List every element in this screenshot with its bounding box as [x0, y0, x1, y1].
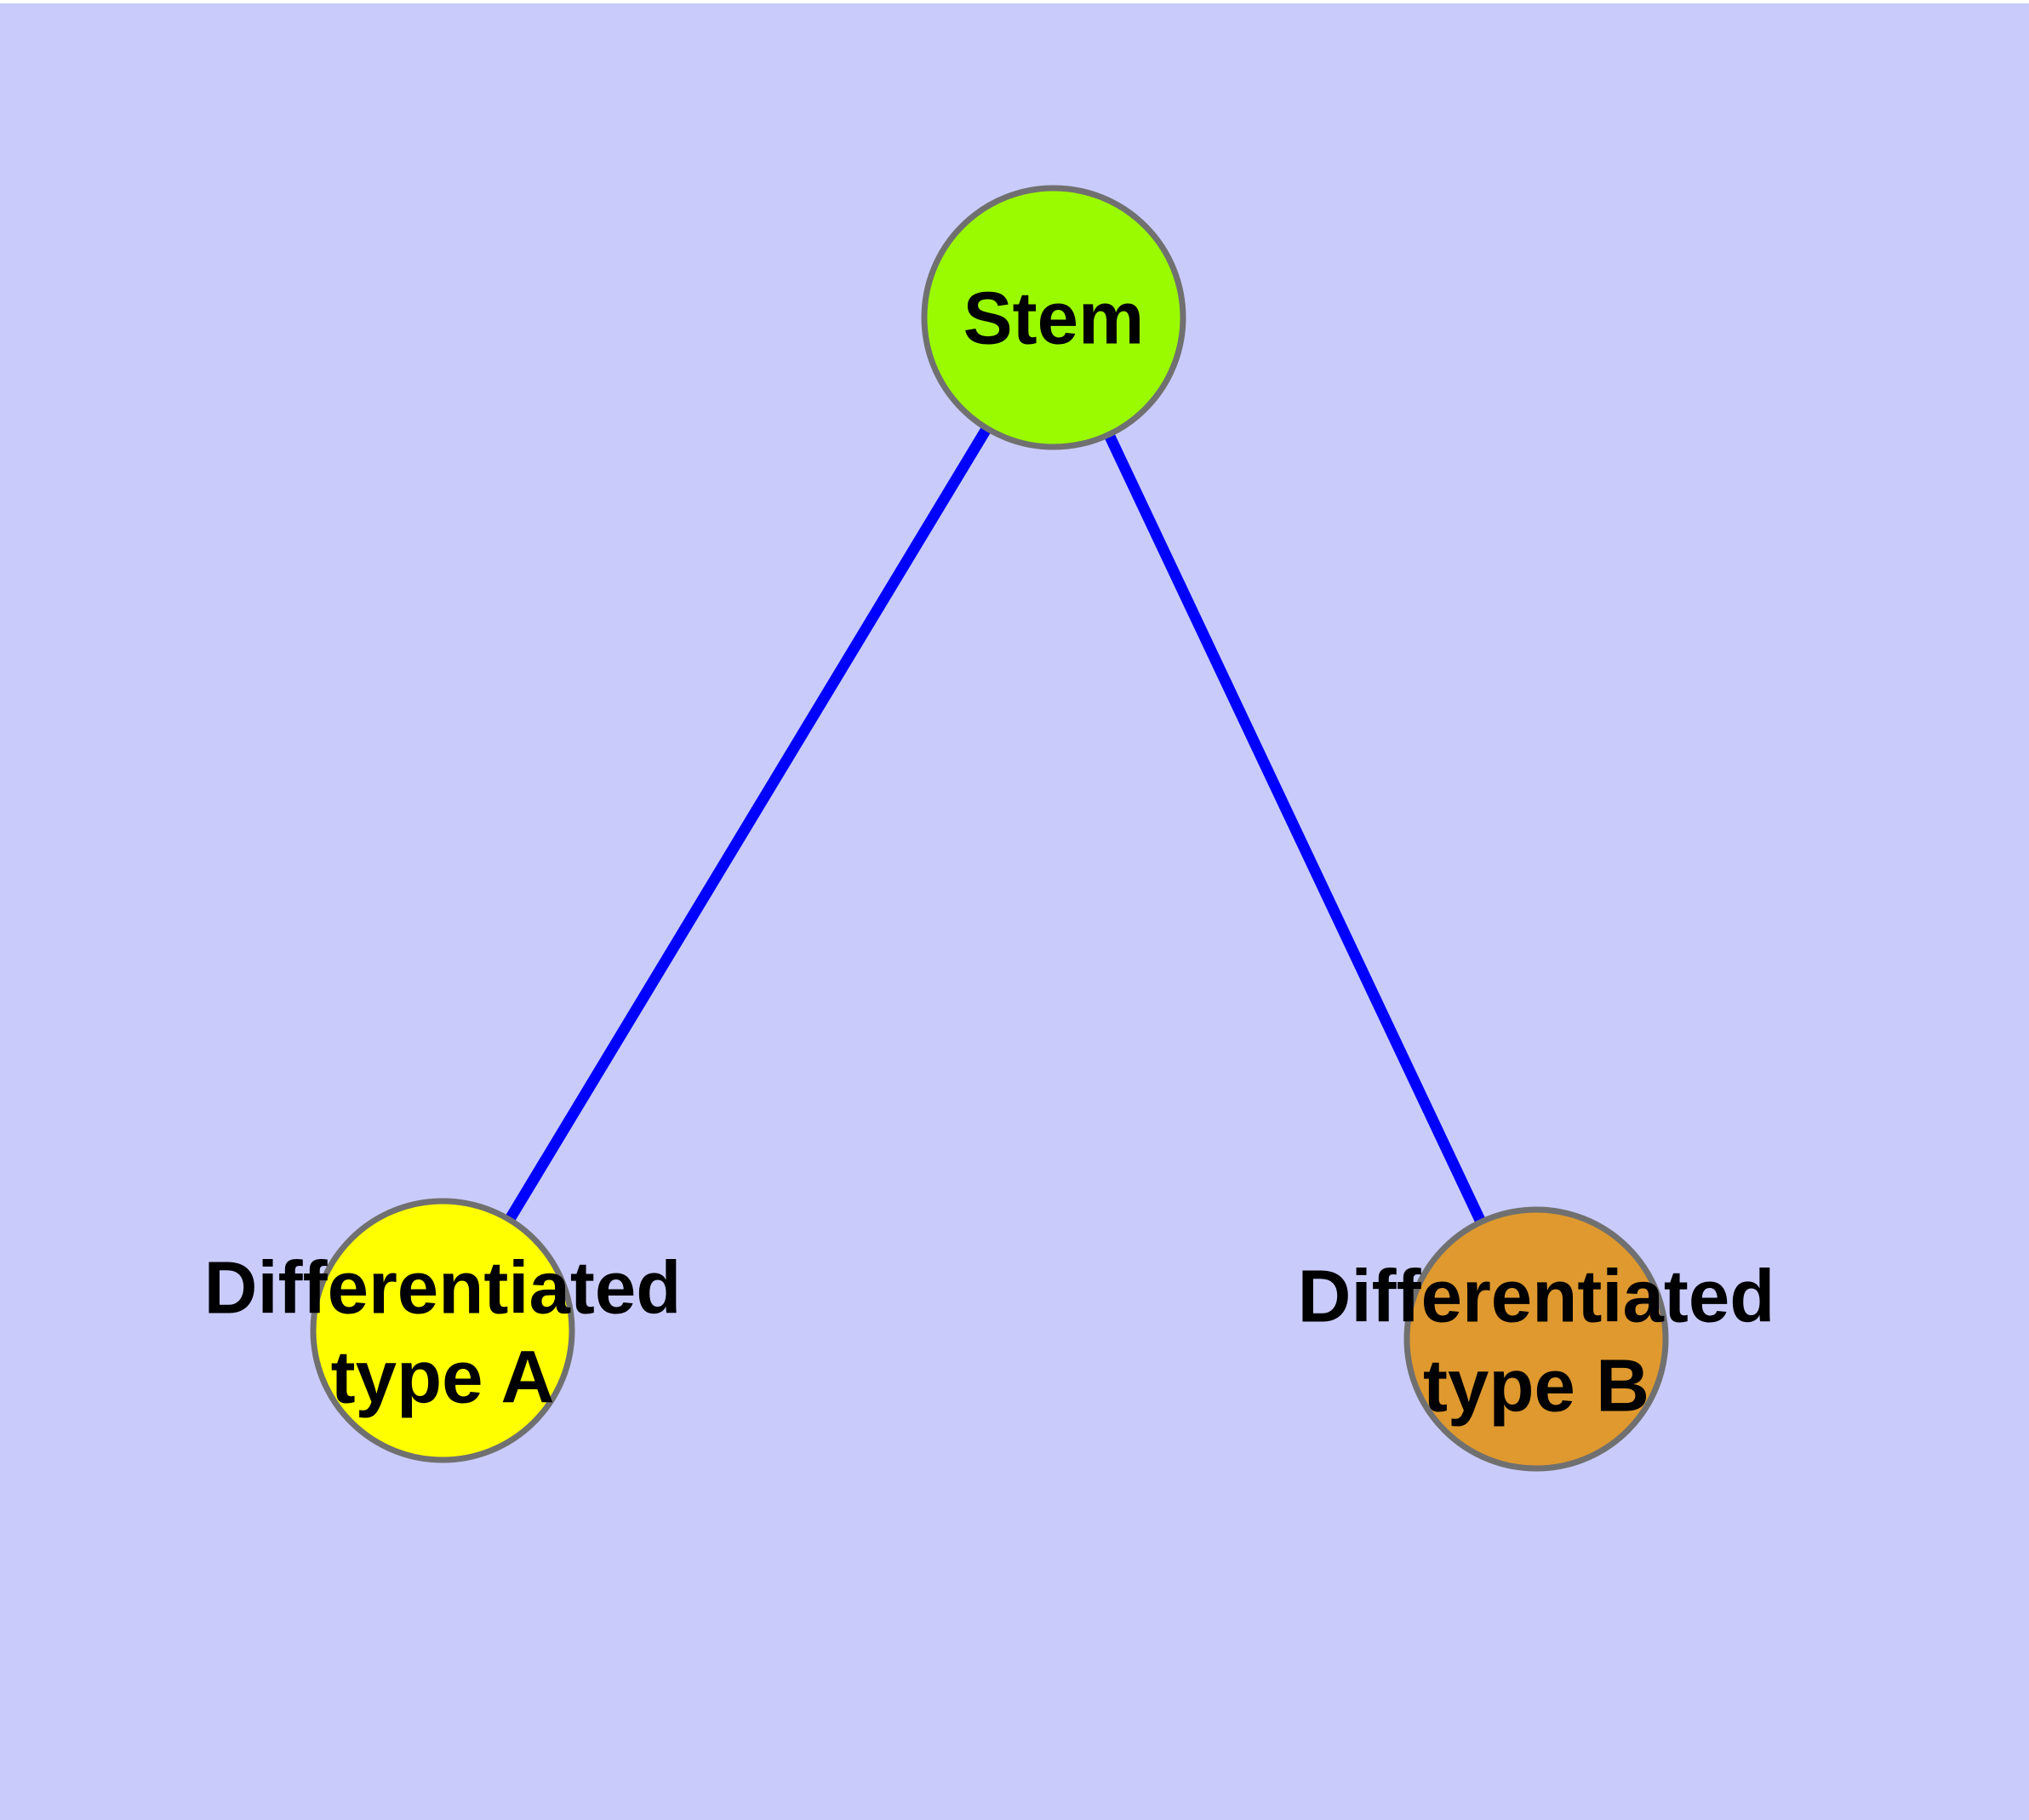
canvas-top-margin [0, 0, 2029, 3]
edge-stem-to-diff-a[interactable] [437, 314, 1059, 1334]
edge-stem-to-diff-b[interactable] [1049, 315, 1541, 1342]
node-differentiated-type-a-label-line1: Differentiated [204, 1246, 682, 1329]
node-stem-label: Stem [963, 277, 1145, 359]
node-differentiated-type-b-label-line2: type B [1423, 1344, 1649, 1427]
node-differentiated-type-b-label-line1: Differentiated [1298, 1255, 1775, 1337]
node-differentiated-type-b[interactable] [1403, 1206, 1669, 1472]
node-differentiated-type-a-label-line2: type A [331, 1336, 555, 1418]
node-differentiated-type-a[interactable] [310, 1198, 575, 1463]
node-stem[interactable] [921, 185, 1186, 450]
